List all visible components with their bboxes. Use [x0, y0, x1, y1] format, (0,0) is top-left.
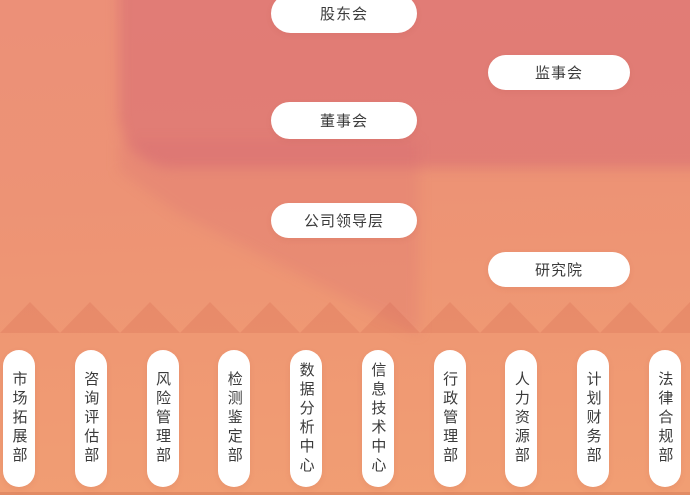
department-label: 法律合规部 [656, 371, 675, 466]
department-pill-testing-appraisal: 检测鉴定部 [218, 350, 251, 487]
departments-row: 市场拓展部 咨询评估部 风险管理部 检测鉴定部 数据分析中心 信息技术中心 行政… [3, 350, 681, 487]
node-shareholders-label: 股东会 [319, 5, 368, 23]
department-pill-planning-finance: 计划财务部 [577, 350, 610, 487]
node-board-of-directors: 董事会 [271, 102, 417, 139]
department-pill-data-analysis-center: 数据分析中心 [290, 350, 323, 487]
department-label: 人力资源部 [512, 371, 531, 466]
department-label: 市场拓展部 [10, 371, 29, 466]
department-label: 检测鉴定部 [225, 371, 244, 466]
node-research-institute: 研究院 [488, 252, 630, 287]
node-board-of-directors-label: 董事会 [319, 112, 368, 130]
node-research-institute-label: 研究院 [534, 261, 583, 279]
department-pill-legal-compliance: 法律合规部 [648, 350, 681, 487]
node-supervisory-board-label: 监事会 [534, 64, 583, 82]
department-label: 行政管理部 [441, 371, 460, 466]
node-company-leadership: 公司领导层 [271, 203, 417, 238]
department-pill-consulting-evaluation: 咨询评估部 [74, 350, 107, 487]
department-pill-human-resources: 人力资源部 [505, 350, 538, 487]
department-label: 数据分析中心 [297, 361, 316, 476]
department-pill-risk-management: 风险管理部 [146, 350, 179, 487]
department-pill-administration: 行政管理部 [433, 350, 466, 487]
department-label: 计划财务部 [584, 371, 603, 466]
node-shareholders: 股东会 [271, 0, 417, 33]
node-supervisory-board: 监事会 [488, 55, 630, 90]
bottom-edge-strip [0, 492, 690, 495]
node-company-leadership-label: 公司领导层 [303, 212, 384, 230]
department-pill-market-expansion: 市场拓展部 [3, 350, 35, 487]
department-label: 风险管理部 [154, 371, 173, 466]
department-label: 咨询评估部 [82, 371, 101, 466]
department-pill-information-technology-center: 信息技术中心 [361, 350, 394, 487]
department-label: 信息技术中心 [369, 361, 388, 476]
